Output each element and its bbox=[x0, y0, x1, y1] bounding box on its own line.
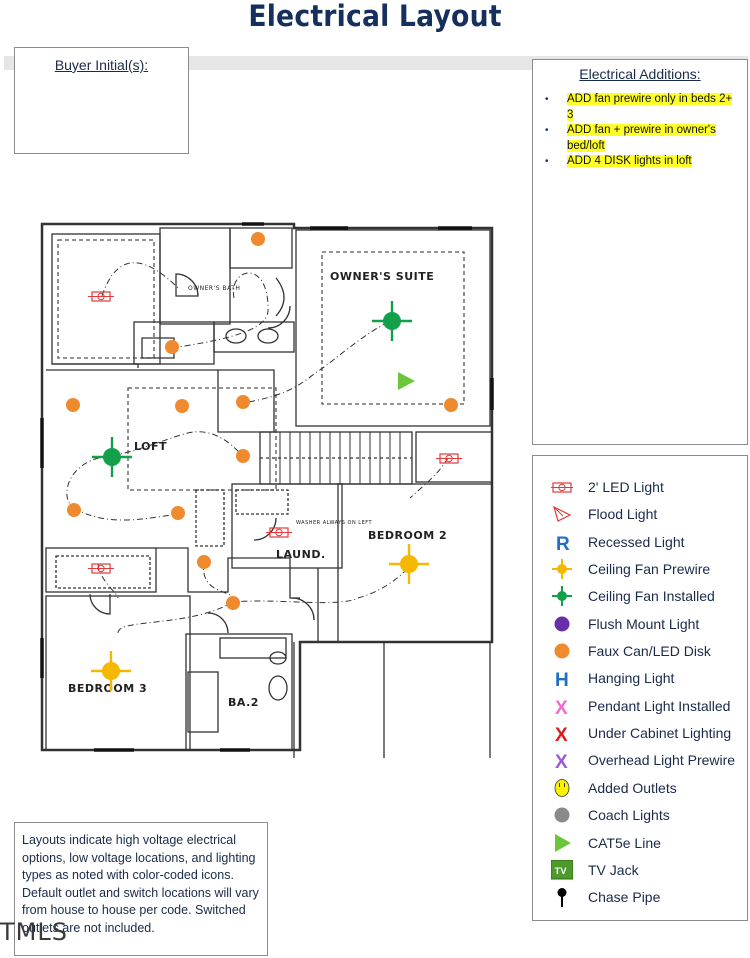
faux-can-disk-icon bbox=[66, 398, 80, 412]
under-cabinet-light-icon: X bbox=[555, 725, 568, 743]
svg-text:TV: TV bbox=[555, 866, 568, 877]
legend-item: Faux Can/LED Disk bbox=[533, 640, 747, 662]
electrical-additions-label: Electrical Additions: bbox=[579, 66, 701, 82]
cat5e-line-icon bbox=[398, 372, 415, 390]
faux-can-disk-icon bbox=[554, 643, 570, 659]
additions-list: ADD fan prewire only in beds 2+ 3 ADD fa… bbox=[533, 92, 747, 170]
disclaimer-box: Layouts indicate high voltage electrical… bbox=[14, 822, 268, 956]
owners-bath-label: OWNER'S BATH bbox=[188, 285, 240, 292]
svg-text:R: R bbox=[556, 534, 570, 552]
ceiling-fan-prewire-icon bbox=[91, 651, 131, 691]
watermark: TMLS bbox=[0, 918, 68, 946]
coach-light-icon bbox=[554, 807, 570, 823]
owners-suite-label: OWNER'S SUITE bbox=[330, 270, 434, 283]
electrical-additions-box: Electrical Additions: ADD fan prewire on… bbox=[532, 59, 748, 445]
cat5e-line-icon bbox=[555, 834, 571, 852]
faux-can-disk-icon bbox=[226, 596, 240, 610]
recessed-light-icon: R bbox=[556, 534, 570, 552]
legend-item: Flood Light bbox=[533, 503, 747, 525]
chase-pipe-icon bbox=[557, 888, 567, 907]
svg-text:X: X bbox=[555, 752, 568, 770]
faux-can-disk-icon bbox=[175, 399, 189, 413]
ceiling-fan-prewire-icon bbox=[389, 544, 429, 584]
legend-item: Chase Pipe bbox=[533, 886, 747, 908]
hanging-light-icon: H bbox=[555, 670, 569, 688]
added-outlet-icon bbox=[554, 779, 570, 797]
bedroom3-label: BEDROOM 3 bbox=[68, 682, 147, 695]
faux-can-disk-icon bbox=[251, 232, 265, 246]
tv-jack-icon: TV bbox=[551, 860, 573, 880]
additions-list-item: ADD 4 DISK lights in loft bbox=[545, 154, 735, 170]
legend-box: 2' LED Light Flood Light R Recessed Ligh… bbox=[532, 455, 748, 921]
faux-can-disk-icon bbox=[165, 340, 179, 354]
legend-item: X Overhead Light Prewire bbox=[533, 749, 747, 771]
loft-label: LOFT bbox=[134, 440, 167, 453]
flush-mount-light-icon bbox=[554, 616, 570, 632]
page-title: Electrical Layout bbox=[248, 0, 502, 33]
pendant-light-icon: X bbox=[555, 698, 568, 716]
legend-item: Coach Lights bbox=[533, 804, 747, 826]
legend-item: H Hanging Light bbox=[533, 667, 747, 689]
led-2ft-icon bbox=[551, 482, 573, 493]
laundry-label: LAUND. bbox=[276, 548, 326, 561]
ceiling-fan-installed-icon bbox=[552, 586, 572, 606]
led-2ft-icon bbox=[88, 291, 114, 302]
bedroom2-label: BEDROOM 2 bbox=[368, 529, 447, 542]
faux-can-disk-icon bbox=[236, 449, 250, 463]
svg-text:X: X bbox=[555, 725, 568, 743]
legend-item: Flush Mount Light bbox=[533, 613, 747, 635]
washer-note-label: WASHER ALWAYS ON LEFT bbox=[296, 520, 373, 526]
faux-can-disk-icon bbox=[444, 398, 458, 412]
legend-item: Ceiling Fan Installed bbox=[533, 585, 747, 607]
led-2ft-icon bbox=[266, 527, 292, 538]
faux-can-disk-icon bbox=[197, 555, 211, 569]
svg-text:X: X bbox=[555, 698, 568, 716]
additions-list-item: ADD fan + prewire in owner's bed/loft bbox=[545, 123, 735, 154]
ceiling-fan-installed-icon bbox=[92, 437, 132, 477]
overhead-light-prewire-icon: X bbox=[555, 752, 568, 770]
floor-plan: OWNER'S SUITE OWNER'S BATH LOFT BEDROOM … bbox=[40, 222, 494, 758]
faux-can-disk-icon bbox=[67, 503, 81, 517]
legend-item: R Recessed Light bbox=[533, 531, 747, 553]
faux-can-disk-icon bbox=[171, 506, 185, 520]
legend-item: CAT5e Line bbox=[533, 832, 747, 854]
legend-item: X Pendant Light Installed bbox=[533, 695, 747, 717]
led-2ft-icon bbox=[88, 563, 114, 574]
ceiling-fan-installed-icon bbox=[372, 301, 412, 341]
additions-list-item: ADD fan prewire only in beds 2+ 3 bbox=[545, 92, 735, 123]
legend-item: TV TV Jack bbox=[533, 859, 747, 881]
disclaimer-text: Layouts indicate high voltage electrical… bbox=[22, 833, 259, 935]
buyer-initials-box: Buyer Initial(s): bbox=[14, 47, 189, 154]
flood-light-icon bbox=[553, 505, 572, 522]
legend-item: Ceiling Fan Prewire bbox=[533, 558, 747, 580]
buyer-initials-label: Buyer Initial(s): bbox=[54, 57, 149, 73]
legend-item: X Under Cabinet Lighting bbox=[533, 722, 747, 744]
ceiling-fan-prewire-icon bbox=[552, 559, 572, 579]
legend-item: Added Outlets bbox=[533, 777, 747, 799]
bath2-label: BA.2 bbox=[228, 696, 259, 709]
faux-can-disk-icon bbox=[236, 395, 250, 409]
led-2ft-icon bbox=[436, 453, 462, 464]
legend-item: 2' LED Light bbox=[533, 476, 747, 498]
svg-text:H: H bbox=[555, 670, 569, 688]
